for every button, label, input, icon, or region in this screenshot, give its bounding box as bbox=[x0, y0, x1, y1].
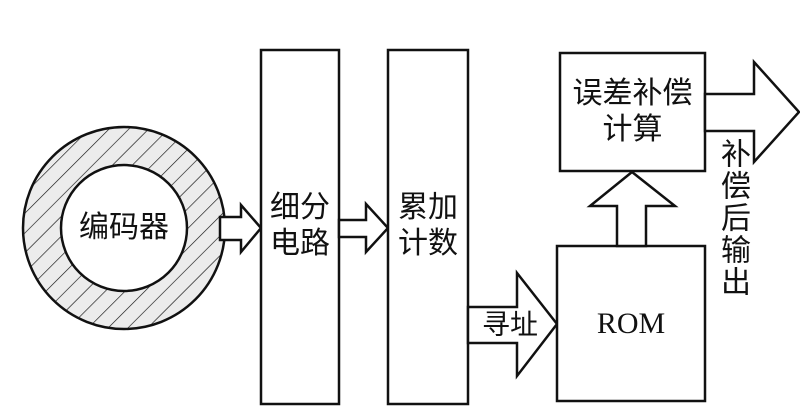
encoder-label: 编码器 bbox=[79, 210, 169, 245]
encoder-inner-disc bbox=[59, 163, 189, 293]
arrow-rom-to-error-calc bbox=[586, 170, 679, 248]
rom-label: ROM bbox=[596, 307, 666, 340]
subdivision-label: 细分 电路 bbox=[261, 190, 339, 262]
subdivision-label-line1: 细分 bbox=[270, 190, 330, 225]
error-calc-label-line1: 误差补偿 bbox=[572, 76, 693, 111]
addressing-label: 寻址 bbox=[481, 308, 538, 341]
output-label: 补偿后输出 bbox=[715, 138, 750, 298]
error-calc-label: 误差补偿 计算 bbox=[560, 76, 705, 148]
counter-label-line2: 计数 bbox=[398, 226, 458, 261]
addressing-arrow bbox=[466, 269, 559, 380]
subdivision-circuit-box bbox=[259, 48, 341, 406]
accumulator-counter-box bbox=[386, 48, 470, 406]
subdivision-label-line2: 电路 bbox=[270, 226, 330, 261]
counter-label: 累加 计数 bbox=[388, 190, 468, 262]
arrow-subdivision-to-counter bbox=[337, 200, 390, 256]
arrow-encoder-to-subdivision bbox=[218, 201, 263, 256]
counter-label-line1: 累加 bbox=[398, 190, 458, 225]
compensated-output-arrow bbox=[703, 58, 800, 166]
error-calc-label-line2: 计算 bbox=[602, 112, 663, 147]
